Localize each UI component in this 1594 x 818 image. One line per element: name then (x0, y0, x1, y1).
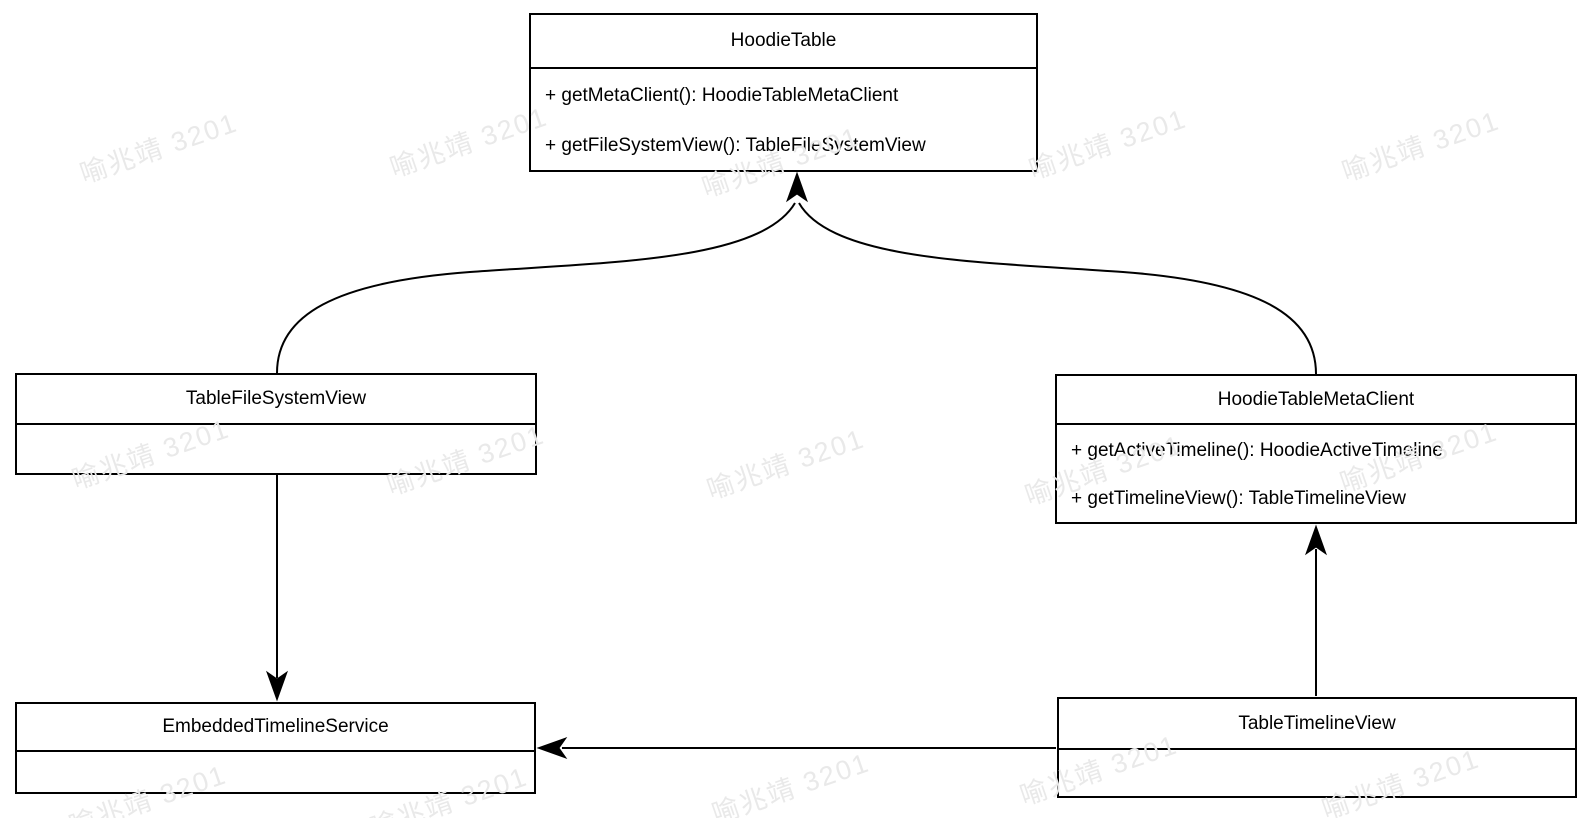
class-body-hoodietable: + getMetaClient(): HoodieTableMetaClient… (531, 69, 1036, 171)
class-title-hoodietablemetaclient: HoodieTableMetaClient (1057, 376, 1575, 425)
class-box-hoodietablemetaclient: HoodieTableMetaClient + getActiveTimelin… (1055, 374, 1577, 524)
edge-hoodietablemetaclient-to-hoodietable (798, 202, 1317, 375)
arrowhead-down-embeddedtimelineservice (266, 670, 288, 702)
method-getmetaclient: + getMetaClient(): HoodieTableMetaClient (545, 85, 899, 106)
class-title-tabletimelineview: TableTimelineView (1059, 699, 1575, 750)
method-getactivetimeline: + getActiveTimeline(): HoodieActiveTimel… (1071, 440, 1443, 461)
watermark-text: 喻兆靖 3201 (1025, 103, 1191, 186)
watermark-text: 喻兆靖 3201 (76, 107, 242, 190)
arrowhead-up-hoodietable (786, 171, 808, 203)
watermark-text: 喻兆靖 3201 (703, 423, 869, 506)
class-box-tablefilesystemview: TableFileSystemView (15, 373, 537, 475)
edge-tablefilesystemview-to-hoodietable (276, 202, 796, 374)
class-box-hoodietable: HoodieTable + getMetaClient(): HoodieTab… (529, 13, 1038, 172)
class-body-embeddedtimelineservice (17, 752, 534, 792)
method-getfilesystemview: + getFileSystemView(): TableFileSystemVi… (545, 135, 926, 156)
class-body-tablefilesystemview (17, 425, 535, 473)
class-box-tabletimelineview: TableTimelineView (1057, 697, 1577, 798)
class-title-tablefilesystemview: TableFileSystemView (17, 375, 535, 425)
class-box-embeddedtimelineservice: EmbeddedTimelineService (15, 702, 536, 794)
method-gettimelineview: + getTimelineView(): TableTimelineView (1071, 488, 1406, 509)
class-body-tabletimelineview (1059, 750, 1575, 796)
class-title-embeddedtimelineservice: EmbeddedTimelineService (17, 704, 534, 752)
watermark-text: 喻兆靖 3201 (708, 747, 874, 818)
watermark-text: 喻兆靖 3201 (386, 101, 552, 184)
class-body-hoodietablemetaclient: + getActiveTimeline(): HoodieActiveTimel… (1057, 425, 1575, 523)
arrowhead-left-embeddedtimelineservice (536, 737, 568, 759)
watermark-text: 喻兆靖 3201 (1338, 105, 1504, 188)
arrowhead-up-hoodietablemetaclient (1305, 524, 1327, 556)
class-title-hoodietable: HoodieTable (531, 15, 1036, 69)
